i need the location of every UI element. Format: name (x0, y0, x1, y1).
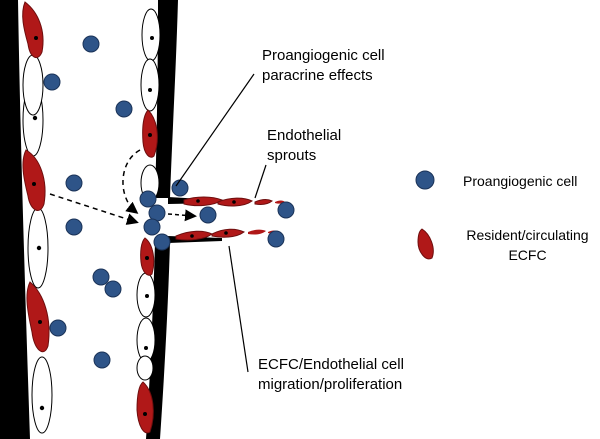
endothelial-cell (22, 54, 44, 116)
proangiogenic-cell (199, 206, 217, 224)
proangiogenic-cell (65, 218, 83, 236)
legend-ecfc-symbol (417, 228, 434, 260)
migration-callout-line (228, 245, 249, 373)
ecfc-cell (248, 229, 266, 235)
paracrine-callout-line (175, 73, 255, 187)
endothelial-sprouts (168, 196, 285, 243)
legend-ecfc-label: Resident/circulating ECFC (466, 227, 589, 263)
proangiogenic-cell (104, 280, 122, 298)
sprouts-label: Endothelial sprouts (267, 127, 342, 164)
proangiogenic-cell (143, 218, 161, 236)
right-vessel (136, 0, 178, 439)
proangiogenic-cell (267, 230, 285, 248)
endothelial-cell (31, 356, 53, 434)
proangiogenic-cell (277, 201, 295, 219)
left-vessel-wall (0, 0, 30, 439)
right-vessel-wall-lower (146, 242, 170, 439)
migration-arrow-sprout (167, 209, 197, 222)
sprouts-callout-line (254, 164, 267, 199)
proangiogenic-cell (93, 351, 111, 369)
ecfc-cell (211, 228, 245, 238)
proangiogenic-cell (115, 100, 133, 118)
proangiogenic-cell (49, 319, 67, 337)
endothelial-cell (141, 8, 161, 62)
migration-arrows (49, 149, 197, 225)
proangiogenic-cell (82, 35, 100, 53)
proangiogenic-cell (65, 174, 83, 192)
left-vessel (0, 0, 53, 439)
ecfc-cell (22, 149, 46, 211)
ecfc-cell (183, 196, 224, 207)
paracrine-label: Proangiogenic cell paracrine effects (262, 47, 385, 84)
ecfc-cell (136, 381, 154, 434)
proangiogenic-cell (92, 268, 110, 286)
migration-arrow-curved (122, 149, 141, 214)
legend (415, 170, 435, 260)
ecfc-cell (22, 1, 44, 59)
ecfc-cell (254, 199, 273, 206)
migration-label: ECFC/Endothelial cell migration/prolifer… (258, 356, 404, 393)
callout-lines (175, 73, 267, 373)
proangiogenic-cell (171, 179, 189, 197)
proangiogenic-cell (153, 233, 171, 251)
ecfc-cell (26, 281, 50, 353)
proangiogenic-cells (43, 35, 295, 369)
legend-proangiogenic-symbol (415, 170, 435, 190)
endothelial-cell (140, 58, 160, 112)
endothelial-cell (136, 355, 154, 381)
proangiogenic-cell (43, 73, 61, 91)
right-vessel-wall-upper (155, 0, 178, 198)
endothelial-cell (136, 317, 156, 363)
migration-arrow-diagonal (49, 193, 139, 225)
proangiogenic-cell (139, 190, 157, 208)
legend-proangiogenic-label: Proangiogenic cell (463, 173, 578, 189)
